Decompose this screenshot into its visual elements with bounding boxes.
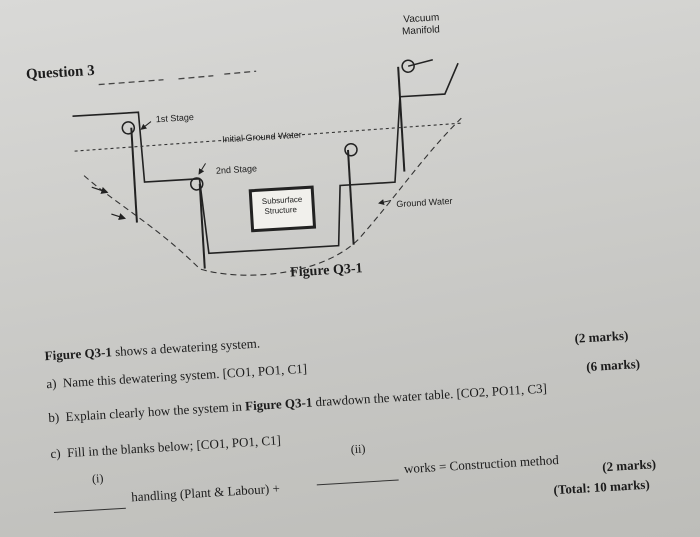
structure-label: Structure [264, 205, 298, 216]
second-stage-wellpoint-right [346, 149, 355, 245]
ground-surface-line [98, 70, 257, 86]
second-stage-wellpoint-left [198, 183, 206, 269]
subsurface-structure-box [248, 185, 317, 233]
vacuum-manifold-icon [401, 59, 415, 73]
blank-i-label: (i) [91, 471, 104, 486]
second-stage-header-right-icon [344, 142, 358, 157]
manifold-label: Manifold [401, 24, 441, 38]
question-a-marks: (2 marks) [574, 327, 629, 346]
intro-figure-ref: Figure Q3-1 [44, 344, 113, 364]
flow-arrow-2 [111, 213, 127, 220]
initial-ground-water-line [74, 122, 462, 152]
blank-ii-label: (ii) [350, 441, 366, 457]
question-b-letter: b) [47, 409, 60, 426]
manifold-wellpoint [397, 66, 406, 172]
first-stage-header-icon [121, 121, 136, 135]
question-a-letter: a) [45, 375, 57, 392]
first-stage-wellpoint [130, 127, 138, 223]
dewatering-figure: Vacuum Manifold 1st Stage Initial Ground… [0, 0, 683, 281]
question-b-marks: (6 marks) [585, 355, 641, 375]
vacuum-label: Vacuum [403, 12, 440, 26]
flow-arrow-1 [91, 186, 109, 194]
question-c-marks: (2 marks) [601, 456, 657, 475]
drawdown-curve [83, 117, 462, 276]
second-stage-header-left-icon [189, 177, 204, 191]
question-c-letter: c) [50, 445, 62, 462]
excavation-profile [72, 62, 459, 255]
question-b-figure-ref: Figure Q3-1 [244, 394, 313, 414]
